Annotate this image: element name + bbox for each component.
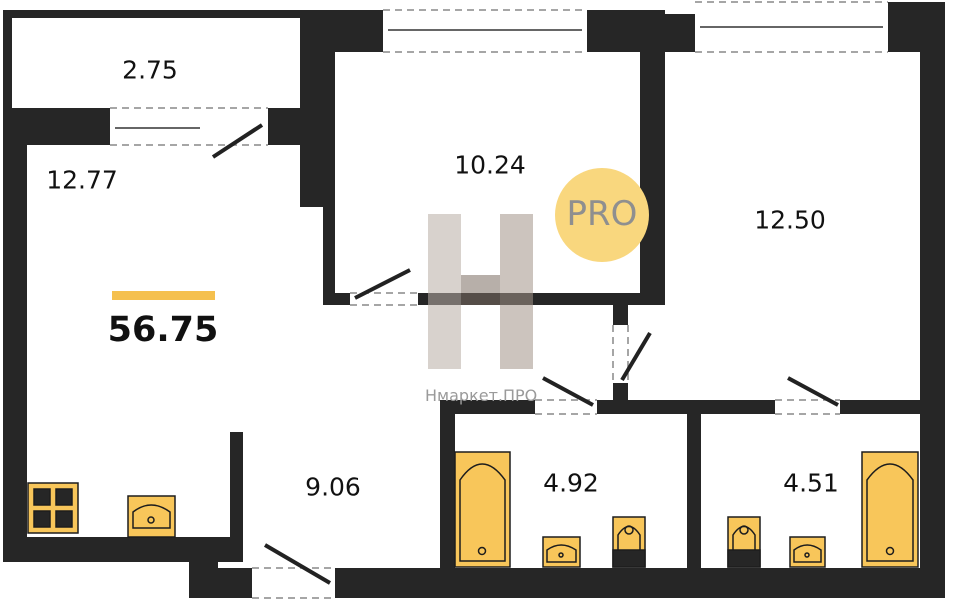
- fixtures: [27, 451, 919, 568]
- room-area-bedroom-2: 12.50: [754, 205, 826, 235]
- doors: [211, 123, 839, 585]
- room-area-balcony: 2.75: [122, 55, 178, 85]
- walls: [3, 2, 945, 598]
- toilet-icon: [727, 516, 761, 568]
- windows: [115, 26, 883, 129]
- room-area-bathroom-1: 4.92: [543, 468, 599, 498]
- area-accent-bar: [112, 291, 215, 300]
- room-area-hallway: 9.06: [305, 472, 361, 502]
- sink-icon: [542, 536, 581, 568]
- pro-badge: [555, 168, 649, 262]
- bathtub-icon: [454, 451, 511, 568]
- kitchen-sink-icon: [127, 495, 176, 538]
- toilet-icon: [612, 516, 646, 568]
- room-area-kitchen-living: 12.77: [46, 165, 118, 195]
- watermark-caption: Нмаркет.ПРО: [425, 386, 538, 405]
- total-area: 56.75: [107, 310, 219, 350]
- room-area-bedroom-1: 10.24: [454, 150, 526, 180]
- watermark-logo: [428, 214, 533, 369]
- sink-icon: [789, 536, 826, 568]
- pro-badge-text: PRO: [566, 194, 638, 234]
- bathtub-icon: [861, 451, 919, 568]
- openings: [110, 1, 888, 599]
- stove-icon: [27, 482, 79, 534]
- room-area-bathroom-2: 4.51: [783, 468, 839, 498]
